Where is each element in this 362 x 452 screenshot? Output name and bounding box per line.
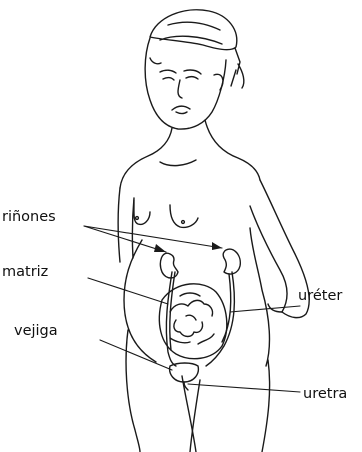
label-ureter: uréter bbox=[298, 288, 342, 304]
breasts bbox=[134, 200, 198, 227]
label-uterus: matriz bbox=[2, 264, 48, 280]
pointer-lines bbox=[84, 226, 300, 392]
neck-shoulders bbox=[120, 120, 260, 188]
head bbox=[145, 10, 244, 129]
arm-left bbox=[118, 188, 134, 262]
label-urethra: uretra bbox=[303, 386, 347, 402]
arrowheads bbox=[154, 242, 222, 252]
legs bbox=[126, 330, 270, 452]
label-bladder: vejiga bbox=[14, 323, 58, 339]
label-kidneys: riñones bbox=[2, 209, 56, 225]
ureters bbox=[166, 272, 234, 366]
